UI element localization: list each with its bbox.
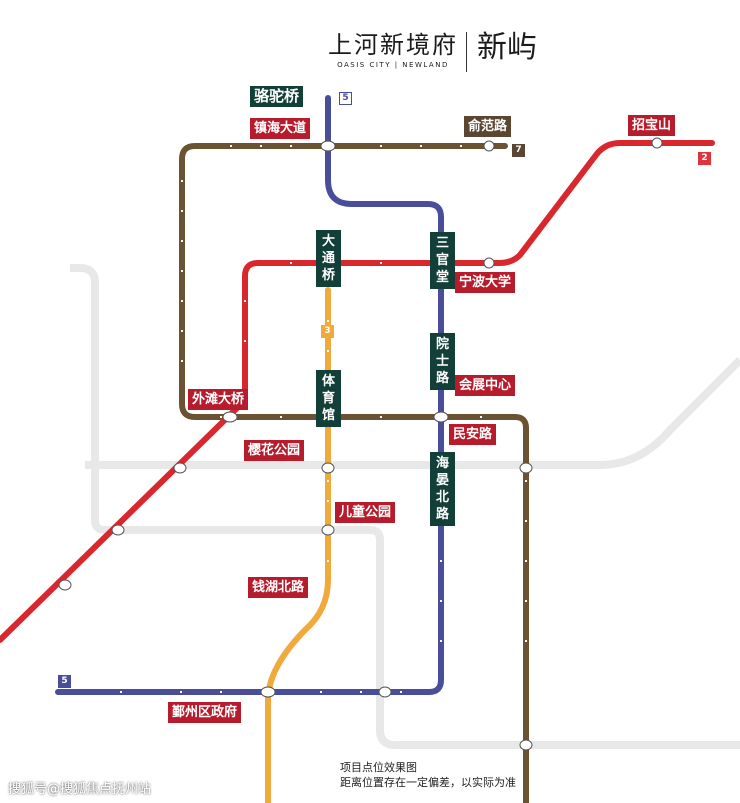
line-5 — [55, 95, 444, 695]
line-7-badge: 7 — [512, 144, 525, 157]
station-marker-yinghuagongyuan — [321, 462, 335, 474]
note-line-1: 项目点位效果图 — [340, 761, 417, 774]
station-label-luotuoqiao: 骆驼桥 — [250, 86, 304, 107]
station-marker-minanlu — [519, 462, 533, 474]
station-label-yinghuagongyuan: 樱花公园 — [244, 440, 305, 461]
line-2 — [0, 140, 715, 643]
disclaimer-note: 项目点位效果图 距离位置存在一定偏差，以实际为准 — [340, 760, 516, 790]
station-marker-red-3 — [58, 579, 72, 591]
station-marker-ertonggongyuan — [321, 524, 335, 536]
station-marker-red-2 — [111, 524, 125, 536]
project-name-en: OASIS CITY | NEWLAND — [337, 61, 449, 69]
note-line-2: 距离位置存在一定偏差，以实际为准 — [340, 776, 516, 789]
station-marker-zhenhaidadao — [320, 140, 336, 152]
station-label-yinzhouquzhengfu: 鄞州区政府 — [168, 702, 242, 723]
background-lines — [70, 264, 740, 749]
station-label-ningbodaxue: 宁波大学 — [455, 272, 516, 293]
station-markers — [58, 137, 663, 751]
line-5-badge-left: 5 — [58, 675, 71, 688]
station-label-waitandaqiao: 外滩大桥 — [188, 389, 249, 410]
project-name: 上河新境府 — [328, 31, 458, 59]
line-3-badge: 3 — [321, 325, 334, 338]
line-2-badge: 2 — [698, 152, 711, 165]
station-marker-huizhanzhongxin — [433, 411, 449, 423]
station-marker-yinzhouquzhengfu — [260, 686, 276, 698]
line-5-badge-top: 5 — [339, 92, 352, 105]
station-label-yufanlu: 俞范路 — [464, 116, 512, 137]
station-label-yuanshilu: 院士路 — [430, 333, 455, 390]
station-label-huizhanzhongxin: 会展中心 — [455, 375, 516, 396]
station-marker-yufanlu — [483, 140, 495, 152]
station-label-zhaobaoshan: 招宝山 — [628, 115, 676, 136]
station-marker-ningbodaxue — [483, 257, 495, 269]
station-label-tiyuguan: 体育馆 — [316, 370, 341, 427]
line-3 — [265, 287, 331, 803]
station-marker-red-1 — [173, 462, 187, 474]
station-marker-purple-east — [378, 686, 392, 698]
station-label-haiyanbeilu: 海晏北路 — [430, 452, 455, 526]
brand-divider — [466, 32, 467, 72]
line-7 — [179, 143, 529, 803]
station-label-sanguantang: 三官堂 — [430, 232, 455, 289]
project-name-right: 新屿 — [477, 30, 537, 66]
brand-header: 上河新境府 OASIS CITY | NEWLAND 新屿 — [328, 30, 537, 76]
watermark: 搜狐号@搜狐焦点抚州站 — [8, 782, 152, 797]
project-name-right-text: 新屿 — [477, 30, 537, 65]
station-marker-zhaobaoshan — [651, 137, 663, 149]
station-label-datongqiao: 大通桥 — [316, 230, 341, 287]
station-marker-brown-south — [519, 739, 533, 751]
station-label-zhenhaidadao: 镇海大道 — [250, 118, 311, 139]
station-marker-waitandaqiao — [222, 411, 238, 423]
station-label-qianhubeilu: 钱湖北路 — [248, 577, 309, 598]
station-label-minanlu: 民安路 — [449, 424, 497, 445]
station-label-ertonggongyuan: 儿童公园 — [335, 502, 396, 523]
